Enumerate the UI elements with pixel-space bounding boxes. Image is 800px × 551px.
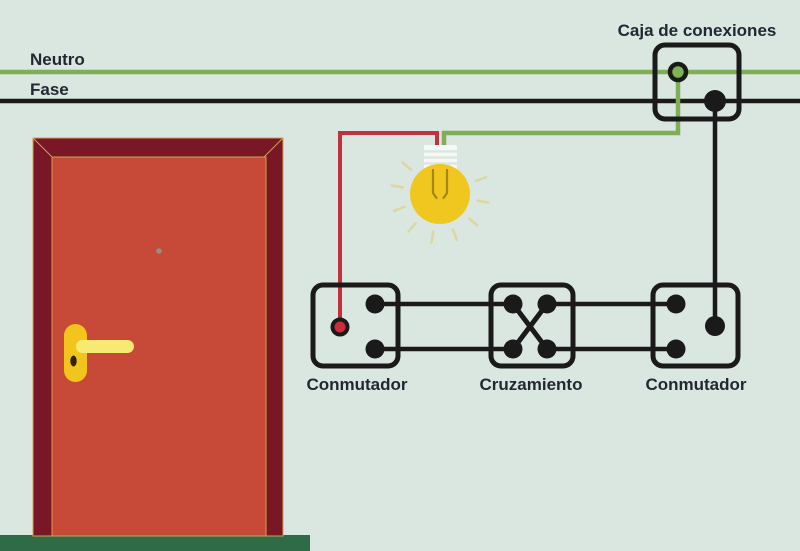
neutral-terminal bbox=[667, 61, 689, 83]
handle-plate bbox=[64, 324, 87, 382]
bulb-filament bbox=[431, 168, 449, 200]
left-switch-label: Conmutador bbox=[306, 375, 407, 394]
bulb-ray bbox=[390, 184, 404, 189]
bulb-ray bbox=[401, 161, 413, 171]
light-bulb bbox=[390, 145, 490, 244]
crossover-label: Cruzamiento bbox=[480, 375, 583, 394]
bulb-ray bbox=[407, 221, 417, 233]
crossover-outline bbox=[488, 282, 576, 369]
neutral-lamp-wire bbox=[441, 71, 681, 148]
crossover-switch bbox=[488, 282, 576, 369]
door-handle bbox=[64, 324, 134, 382]
door-bevel-left bbox=[32, 137, 53, 158]
right-switch-common-terminal bbox=[705, 316, 725, 336]
bulb-ray bbox=[451, 228, 459, 242]
switch-left bbox=[310, 282, 401, 369]
neutral-label: Neutro bbox=[30, 50, 85, 69]
switched-live-wire bbox=[338, 131, 439, 325]
left-switch-outline bbox=[310, 282, 401, 369]
door bbox=[32, 137, 284, 537]
door-bevel-right bbox=[263, 137, 284, 158]
junction-box-outline bbox=[652, 42, 742, 122]
floor-strip bbox=[0, 535, 310, 551]
bulb-glass bbox=[410, 164, 470, 224]
bulb-ray bbox=[474, 175, 488, 183]
junction-box-label: Caja de conexiones bbox=[618, 21, 777, 40]
junction-box bbox=[652, 42, 742, 122]
handle-lever bbox=[76, 340, 134, 353]
crossover-terminal-bl bbox=[503, 339, 523, 359]
bulb-ray bbox=[476, 199, 490, 204]
crossover-terminal-tr bbox=[537, 294, 557, 314]
bulb-ray bbox=[467, 217, 479, 227]
phase-label: Fase bbox=[30, 80, 69, 99]
left-switch-terminal-top bbox=[365, 294, 385, 314]
right-switch-terminal-bottom bbox=[666, 339, 686, 359]
crossover-terminal-br bbox=[537, 339, 557, 359]
keyhole-icon bbox=[70, 355, 77, 367]
right-switch-label: Conmutador bbox=[645, 375, 746, 394]
door-peephole bbox=[156, 248, 162, 254]
left-switch-terminal-bottom bbox=[365, 339, 385, 359]
right-switch-outline bbox=[650, 282, 741, 369]
right-switch-terminal-top bbox=[666, 294, 686, 314]
bulb-ray bbox=[430, 230, 435, 244]
crossover-terminal-tl bbox=[503, 294, 523, 314]
phase-terminal bbox=[704, 90, 726, 112]
left-switch-common-terminal bbox=[330, 317, 350, 337]
switch-right bbox=[650, 282, 741, 369]
supply-lines bbox=[0, 69, 800, 104]
bulb-ray bbox=[392, 205, 406, 213]
